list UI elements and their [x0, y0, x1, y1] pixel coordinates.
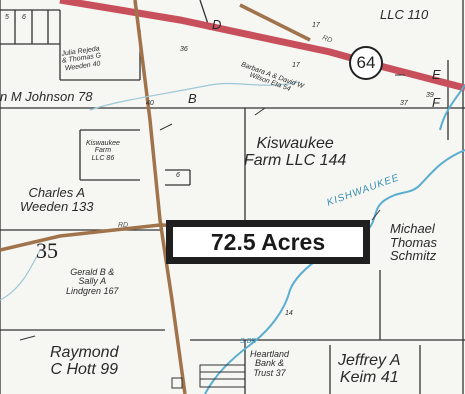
lot-number: 39: [426, 92, 434, 99]
owner-label-johnson: n M Johnson 78: [0, 89, 93, 104]
lot-number: 36: [180, 46, 188, 53]
owner-label-jeffrey-line1: Jeffrey A: [338, 352, 401, 369]
acreage-label: 72.5 Acres: [210, 228, 326, 255]
road-label-west: RD: [118, 222, 129, 229]
lot-number: 6: [176, 172, 180, 179]
owner-label-kiswaukee-big-line1: Kiswaukee: [256, 135, 334, 152]
lot-number: 6: [22, 14, 26, 21]
stream-line: [89, 81, 301, 111]
highway-number: 64: [356, 53, 376, 72]
owner-label-kiswaukee-small: Kiswaukee Farm LLC 86: [86, 140, 120, 162]
owner-label-michael-line2: Thomas: [390, 234, 437, 250]
building-footprint: [171, 364, 246, 389]
owner-label-charles-line2: Weeden 133: [20, 198, 94, 214]
acreage-label-box: 72.5 Acres: [166, 220, 370, 264]
lot-letter-d: D: [212, 17, 222, 32]
lot-letter-f: F: [432, 95, 440, 110]
road-label-south: S.BR: [240, 338, 257, 345]
lot-number: 17: [312, 22, 320, 29]
owner-label-heartland-line2: Bank &: [255, 358, 285, 369]
owner-label-jeffrey-line2: Keim 41: [339, 368, 399, 386]
owner-label-gerald-line1: Gerald B &: [70, 267, 115, 277]
lot-arrows: [19, 74, 405, 341]
owner-label-michael: Michael Thomas Schmitz: [390, 222, 437, 263]
kishwaukee-river-line: [204, 149, 465, 394]
section-number: 35: [36, 238, 58, 263]
owner-label-gerald: Gerald B & Sally A Lindgren 167: [66, 267, 119, 296]
highway-64-line: [59, 0, 465, 92]
lot-number: 37: [400, 100, 408, 107]
owner-label-charles-line1: Charles A: [28, 185, 86, 200]
lot-letter-b: B: [188, 91, 197, 106]
west-stream-line: [0, 249, 41, 301]
owner-label-jeffrey: Jeffrey A Keim 41: [338, 352, 401, 387]
owner-label-kiswaukee-small-line3: LLC 86: [91, 154, 115, 162]
owner-label-heartland: Heartland Bank & Trust 37: [250, 349, 290, 378]
owner-label-raymond-line2: C Hott 99: [50, 360, 119, 378]
owner-label-michael-line1: Michael: [390, 221, 435, 236]
owner-label-heartland-line3: Trust 37: [253, 367, 286, 378]
owner-label-top-right: LLC 110: [380, 7, 429, 22]
highway-shield: 64: [349, 46, 383, 80]
owner-label-heartland-line1: Heartland: [250, 349, 290, 359]
owner-label-kiswaukee-small-line1: Kiswaukee: [86, 140, 120, 147]
owner-label-gerald-line2: Sally A: [78, 276, 107, 287]
owner-label-michael-line3: Schmitz: [390, 248, 437, 264]
lot-number: 14: [285, 310, 293, 317]
lot-number: 40: [146, 100, 154, 107]
owner-label-kiswaukee-big-line2: Farm LLC 144: [244, 151, 347, 169]
owner-label-gerald-line3: Lindgren 167: [66, 285, 119, 296]
lot-letter-e: E: [432, 67, 441, 82]
owner-label-kiswaukee-small-line2: Farm: [94, 147, 112, 155]
river-tributary-line: [439, 84, 465, 131]
owner-label-raymond: Raymond C Hott 99: [50, 344, 119, 379]
owner-label-kiswaukee-big: Kiswaukee Farm LLC 144: [244, 135, 347, 170]
lot-number: 17: [292, 62, 300, 69]
owner-label-raymond-line1: Raymond: [50, 344, 119, 361]
lot-number: 5: [5, 14, 9, 21]
owner-label-charles: Charles A Weeden 133: [20, 186, 94, 213]
